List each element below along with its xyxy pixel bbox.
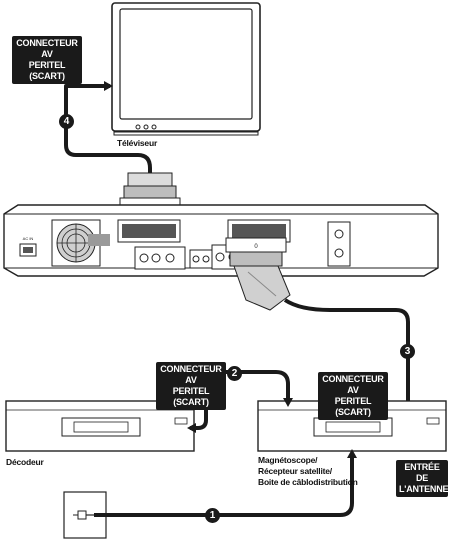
- tv-label: Téléviseur: [117, 138, 158, 148]
- dvd-recorder: AC IN: [3, 204, 439, 277]
- tv-scart-label-line2: PERITEL (SCART): [28, 60, 66, 81]
- cable-3: [283, 298, 410, 408]
- vcr-scart-label-line1: CONNECTEUR AV: [322, 374, 384, 395]
- scart-plug-recorder: 0: [225, 237, 291, 311]
- tv-scart-label: CONNECTEUR AV PERITEL (SCART): [12, 36, 82, 84]
- vcr-scart-label-line2: PERITEL (SCART): [334, 396, 372, 417]
- decoder-scart-label-line1: CONNECTEUR AV: [160, 364, 222, 385]
- decoder-scart-label-line2: PERITEL (SCART): [172, 386, 210, 407]
- cable-4: [64, 84, 152, 176]
- antenna-in-label-line1: ENTRÉE DE: [404, 462, 440, 483]
- step-1-badge: 1: [205, 508, 220, 523]
- antenna-in-label: ENTRÉE DE L'ANTENNE: [396, 460, 449, 497]
- wall-antenna-socket: [63, 491, 107, 539]
- television: [111, 2, 261, 136]
- step-3-badge: 3: [400, 344, 415, 359]
- step-4-badge: 4: [59, 114, 74, 129]
- cable-1: [94, 456, 354, 517]
- decoder-scart-label: CONNECTEUR AV PERITEL (SCART): [156, 362, 226, 410]
- tv-scart-label-line1: CONNECTEUR AV: [16, 38, 78, 59]
- vcr-label-line2: Récepteur satellite/: [258, 466, 332, 476]
- vcr-label: Magnétoscope/ Récepteur satellite/ Boite…: [258, 455, 358, 488]
- decoder-label: Décodeur: [6, 457, 44, 467]
- vcr-scart-label: CONNECTEUR AV PERITEL (SCART): [318, 372, 388, 420]
- step-2-badge: 2: [227, 366, 242, 381]
- ac-in-label: AC IN: [23, 236, 34, 241]
- antenna-in-label-line2: L'ANTENNE: [399, 484, 449, 494]
- vcr-label-line3: Boite de câblodistribution: [258, 477, 358, 487]
- svg-text:0: 0: [254, 244, 258, 250]
- vcr-label-line1: Magnétoscope/: [258, 455, 318, 465]
